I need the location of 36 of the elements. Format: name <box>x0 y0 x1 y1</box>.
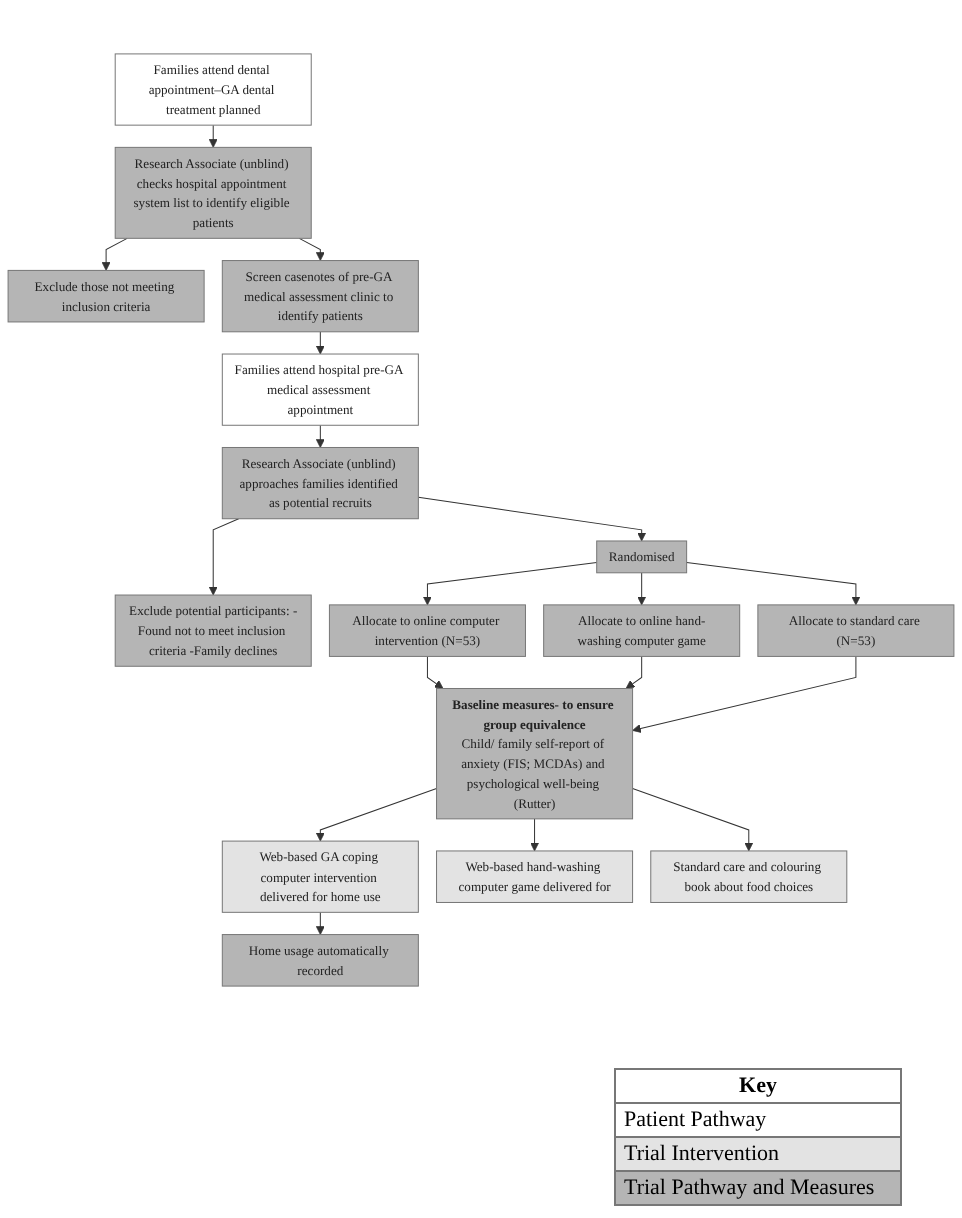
arrow <box>423 562 598 606</box>
node-box <box>757 604 955 657</box>
node-box <box>221 447 419 520</box>
arrow <box>315 788 438 842</box>
arrow <box>208 124 218 148</box>
node-box <box>328 604 526 657</box>
arrow <box>637 572 647 606</box>
arrow <box>632 788 754 852</box>
node-box <box>436 688 634 820</box>
node-box <box>543 604 741 657</box>
arrow <box>530 818 539 852</box>
arrow <box>426 655 444 689</box>
node-box <box>114 594 312 667</box>
arrow <box>315 331 325 355</box>
node-box <box>7 269 205 323</box>
node-box <box>114 146 312 239</box>
arrow <box>315 911 325 935</box>
node-box <box>114 53 312 126</box>
arrow <box>632 655 857 733</box>
arrow <box>625 655 643 689</box>
legend-entry: Patient Pathway <box>616 1104 900 1138</box>
arrow <box>298 237 325 261</box>
node-box <box>650 850 848 903</box>
arrow <box>417 496 647 542</box>
legend-entry: Trial Intervention <box>616 1138 900 1172</box>
node-box <box>221 934 419 987</box>
arrow <box>208 518 240 596</box>
node-box <box>221 353 419 426</box>
legend-entry: Trial Pathway and Measures <box>616 1172 900 1204</box>
arrow <box>315 424 325 448</box>
node-box <box>436 850 634 903</box>
node-box <box>221 840 419 913</box>
node-box <box>221 260 419 333</box>
node-box <box>596 540 688 574</box>
arrow <box>101 237 128 271</box>
arrow <box>686 562 861 606</box>
